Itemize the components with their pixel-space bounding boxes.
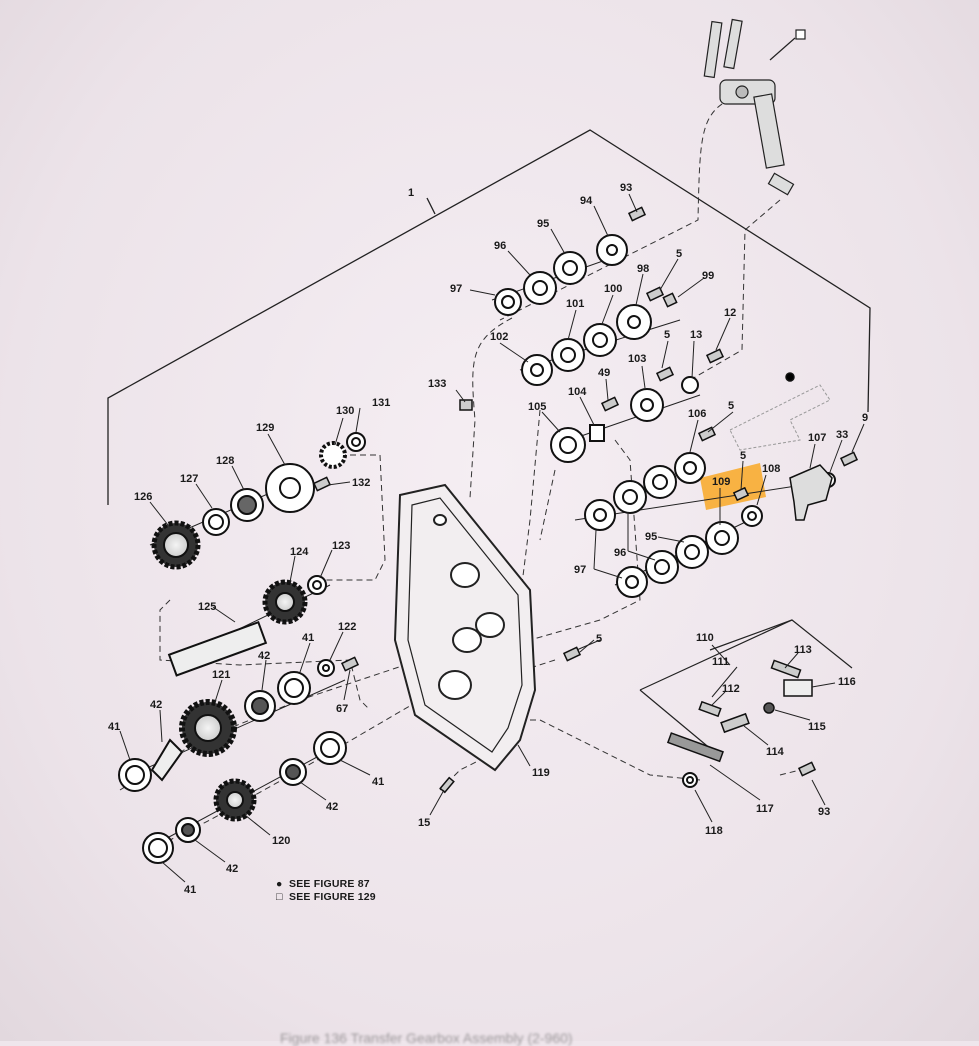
callout-97: 97 [450, 283, 462, 295]
housing-plate-119 [393, 483, 537, 772]
callout-111: 111 [712, 656, 729, 668]
callout-102: 102 [490, 331, 508, 343]
callout-5: 5 [596, 633, 602, 645]
callout-100: 100 [604, 283, 622, 295]
callout-113: 113 [794, 644, 812, 656]
callout-99: 99 [702, 270, 714, 282]
callout-42: 42 [326, 801, 338, 813]
callout-67: 67 [336, 703, 348, 715]
callout-103: 103 [628, 353, 646, 365]
callout-41: 41 [372, 776, 384, 788]
figure-caption: Figure 136 Transfer Gearbox Assembly (2-… [280, 1030, 573, 1046]
callout-132: 132 [352, 477, 370, 489]
callout-42: 42 [150, 699, 162, 711]
callout-121: 121 [212, 669, 230, 681]
assembly-bracket-1 [107, 129, 871, 505]
callout-104: 104 [568, 386, 587, 398]
callout-93: 93 [818, 806, 830, 818]
callout-101: 101 [566, 298, 584, 310]
callout-95: 95 [645, 531, 657, 543]
callout-94: 94 [580, 195, 593, 207]
ghost-part [729, 384, 831, 451]
callout-110: 110 [696, 632, 714, 644]
callout-12: 12 [724, 307, 736, 319]
callout-123: 123 [332, 540, 350, 552]
callout-129: 129 [256, 422, 274, 434]
subassembly-110-parts [666, 659, 813, 763]
callout-42: 42 [258, 650, 270, 662]
ring-parts [307, 234, 836, 788]
callout-9: 9 [862, 412, 868, 424]
callout-107: 107 [808, 432, 826, 444]
callout-127: 127 [180, 473, 198, 485]
callout-109: 109 [712, 476, 730, 488]
callout-128: 128 [216, 455, 234, 467]
open-square-icon: □ [276, 891, 283, 903]
callout-130: 130 [336, 405, 354, 417]
legend-figure-87: ● SEE FIGURE 87 [276, 878, 370, 890]
callout-41: 41 [108, 721, 120, 733]
callout-117: 117 [756, 803, 774, 815]
callout-125: 125 [198, 601, 216, 613]
gear-parts [118, 441, 347, 864]
callout-133: 133 [428, 378, 446, 390]
callout-114: 114 [766, 746, 785, 758]
callout-42: 42 [226, 863, 238, 875]
bolt-parts [312, 206, 859, 794]
leader-lines [119, 193, 865, 883]
callout-13: 13 [690, 329, 702, 341]
callout-41: 41 [184, 884, 196, 896]
callout-118: 118 [705, 825, 723, 837]
fitting-assembly-top [703, 18, 806, 196]
callout-96: 96 [614, 547, 626, 559]
callout-122: 122 [338, 621, 356, 633]
callout-112: 112 [722, 683, 740, 695]
callout-5: 5 [676, 248, 682, 260]
subassembly-110-frame [639, 619, 853, 751]
legend-text-87: SEE FIGURE 87 [289, 878, 370, 890]
callout-97: 97 [574, 564, 586, 576]
callout-1: 1 [408, 187, 414, 199]
callout-126: 126 [134, 491, 152, 503]
callout-119: 119 [532, 767, 550, 779]
callout-106: 106 [688, 408, 706, 420]
callout-41: 41 [302, 632, 314, 644]
callout-105: 105 [528, 401, 546, 413]
callout-96: 96 [494, 240, 506, 252]
legend-figure-129: □ SEE FIGURE 129 [276, 891, 376, 903]
callout-108: 108 [762, 463, 780, 475]
callout-5: 5 [728, 400, 734, 412]
callout-49: 49 [598, 367, 610, 379]
callout-15: 15 [418, 817, 430, 829]
highlight-109 [700, 463, 766, 510]
callout-95: 95 [537, 218, 549, 230]
callout-5: 5 [740, 450, 746, 462]
callout-131: 131 [372, 397, 390, 409]
callout-98: 98 [637, 263, 649, 275]
callout-33: 33 [836, 429, 848, 441]
callout-124: 124 [290, 546, 309, 558]
callout-labels: 1 93 94 95 96 97 5 98 99 100 101 12 102 … [108, 182, 868, 896]
filled-dot-icon: ● [276, 878, 283, 890]
callout-115: 115 [808, 721, 826, 733]
part-107 [789, 464, 833, 521]
callout-120: 120 [272, 835, 290, 847]
callout-5: 5 [664, 329, 670, 341]
legend-text-129: SEE FIGURE 129 [289, 891, 376, 903]
callout-93: 93 [620, 182, 632, 194]
callout-116: 116 [838, 676, 856, 688]
